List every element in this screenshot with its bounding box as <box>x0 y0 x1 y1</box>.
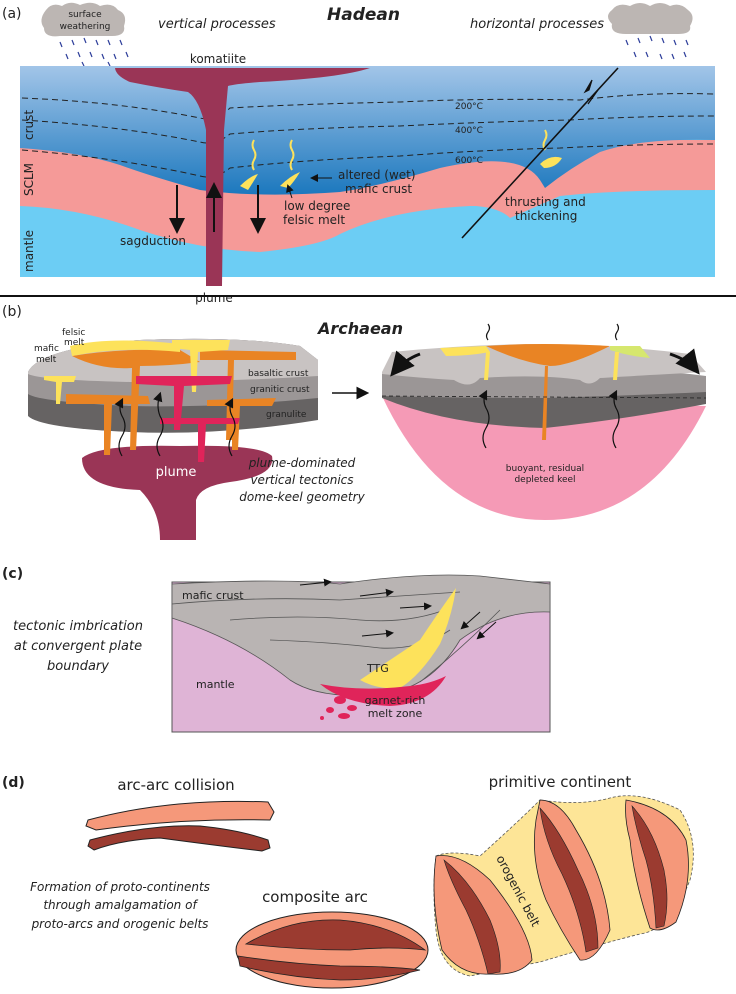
felsic-melt-label-1: felsic <box>62 328 85 338</box>
mafic-crust-slices <box>171 574 551 696</box>
garnet-blobs <box>320 696 357 720</box>
granitic-crust-label: granitic crust <box>250 385 310 395</box>
ttg-label: TTG <box>366 662 389 675</box>
plume-label: plume <box>195 291 233 305</box>
panel-d: (d) arc-arc collision Formation of proto… <box>2 773 694 989</box>
panel-b-title: Archaean <box>316 319 403 338</box>
composite-arc-label: composite arc <box>262 888 368 906</box>
cloud-label-1: surface <box>68 10 102 20</box>
vertical-processes-heading: vertical processes <box>158 17 276 32</box>
felsic-melt-label-1: low degree <box>284 199 350 213</box>
layer-label-mantle: mantle <box>22 230 36 272</box>
mafic-melt-label-2: melt <box>36 355 57 365</box>
ttg-melt <box>360 588 456 689</box>
mafic-melt-label-1: mafic <box>34 344 59 354</box>
arc-band <box>539 807 599 953</box>
crust-layer <box>20 66 715 195</box>
dashed-boundary <box>381 395 707 399</box>
panel-b-letter: (b) <box>2 304 22 320</box>
altered-crust-label-1: altered (wet) <box>338 168 416 182</box>
mafic-crust-label: mafic crust <box>182 589 244 602</box>
thrust-slice-lines <box>171 591 501 683</box>
isotherm-label: 400°C <box>455 126 483 136</box>
panel-b-caption-2: vertical tectonics <box>250 473 353 487</box>
isotherm-label: 200°C <box>455 102 483 112</box>
panel-d-caption-2: through amalgamation of <box>43 898 198 912</box>
feeder-dyke <box>542 366 548 440</box>
panel-b-caption-1: plume-dominated <box>248 456 356 470</box>
panel-c-letter: (c) <box>2 566 23 582</box>
cloud-icon <box>608 3 693 34</box>
felsic-melt-label-2: felsic melt <box>283 213 345 227</box>
panel-c: (c) mafic crust mantle TTG garnet-rich m… <box>2 566 551 733</box>
cloud-label-2: weathering <box>60 22 111 32</box>
garnet-label-1: garnet-rich <box>365 694 426 707</box>
panel-a-letter: (a) <box>2 6 22 22</box>
panel-b: (b) Archaean plume felsic melt mafic mel… <box>2 304 707 540</box>
heat-flow-arrows <box>478 323 620 449</box>
layer-label-crust: crust <box>22 110 36 140</box>
panel-b-caption-3: dome-keel geometry <box>239 490 365 504</box>
garnet-melt-zone <box>320 676 446 706</box>
felsic-melt-flow <box>610 346 650 358</box>
panel-d-caption-3: proto-arcs and orogenic belts <box>31 917 209 931</box>
felsic-melt-flow <box>440 346 490 356</box>
arc-band <box>443 859 501 975</box>
rain-icon <box>59 37 129 67</box>
granulite-label: granulite <box>266 410 307 420</box>
mafic-melt-basin <box>486 344 610 366</box>
plume-head <box>82 445 273 540</box>
pointer-arrow <box>286 184 294 199</box>
sagduction-label: sagduction <box>120 234 186 248</box>
felsic-melt-blobs <box>240 129 562 190</box>
keel-label-1: buoyant, residual <box>506 464 584 474</box>
panel-c-caption-1: tectonic imbrication <box>13 619 143 634</box>
keel-label-2: depleted keel <box>514 475 575 485</box>
panel-a-title: Hadean <box>327 5 400 25</box>
feeder-dyke <box>484 352 490 380</box>
layer-label-sclm: SCLM <box>22 163 36 196</box>
panel-a: (a) Hadean vertical processes horizontal… <box>2 2 716 305</box>
arc-band <box>631 805 668 929</box>
garnet-label-2: melt zone <box>368 707 423 720</box>
fault-motion-icon <box>583 79 599 105</box>
altered-crust-label-2: mafic crust <box>345 182 412 196</box>
thrust-fault <box>461 67 619 239</box>
arc-collision-label: arc-arc collision <box>117 776 234 794</box>
komatiite-label: komatiite <box>190 52 246 66</box>
composite-arc-band <box>237 955 421 981</box>
mantle-label: mantle <box>196 678 235 691</box>
rain-icon <box>625 35 689 60</box>
heat-flow-arrows <box>114 391 236 457</box>
extension-arrow <box>390 350 421 377</box>
horizontal-processes-heading: horizontal processes <box>470 17 604 32</box>
isotherm-label: 600°C <box>455 156 483 166</box>
composite-arc-band <box>244 919 427 951</box>
thrust-label-2: thickening <box>515 209 577 223</box>
slip-arrows <box>299 578 497 640</box>
plume-label: plume <box>156 465 197 480</box>
cloud-icon <box>41 2 126 37</box>
mafic-melt-intrusions <box>66 349 296 455</box>
panel-d-letter: (d) <box>2 775 25 791</box>
felsic-melt-intrusions <box>44 340 230 404</box>
light-arc <box>85 800 275 831</box>
dark-arc <box>87 825 271 852</box>
felsic-melt-label-2: melt <box>64 338 85 348</box>
panel-c-caption-3: boundary <box>47 659 109 674</box>
basaltic-crust-label: basaltic crust <box>248 369 309 379</box>
panel-c-caption-2: at convergent plate <box>14 639 142 654</box>
depleted-keel <box>382 396 706 520</box>
thrust-label-1: thrusting and <box>505 195 586 209</box>
primitive-continent-label: primitive continent <box>489 773 632 791</box>
feeder-dyke <box>613 352 619 380</box>
extension-arrow <box>669 348 700 375</box>
panel-d-caption-1: Formation of proto-continents <box>30 880 210 894</box>
magenta-intrusions <box>136 376 240 462</box>
